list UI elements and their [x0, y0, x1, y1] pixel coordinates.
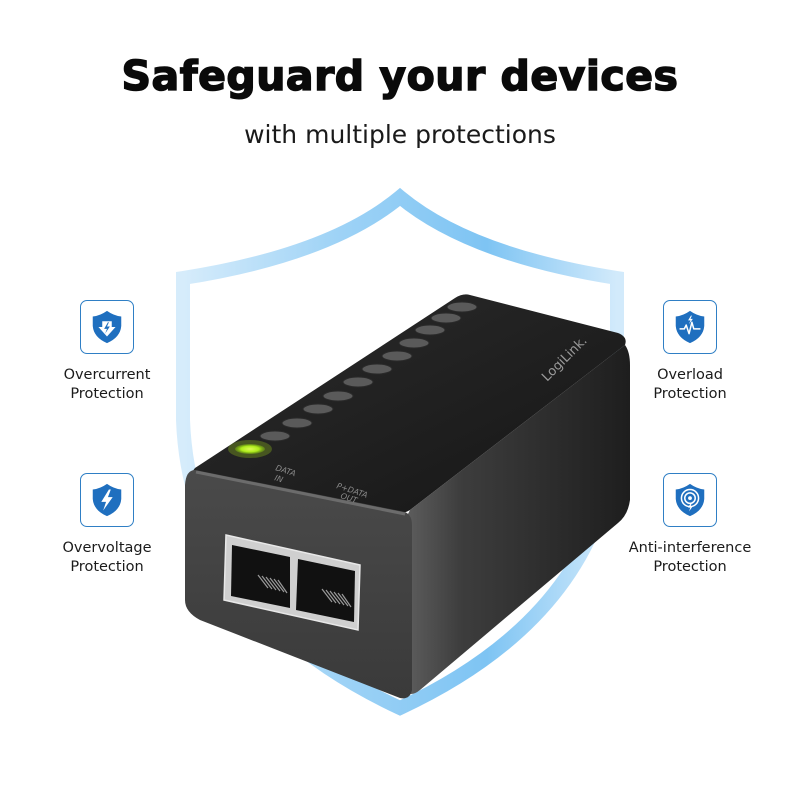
shield-arrow-down-bolt-icon — [92, 310, 122, 344]
shield-pulse-bolt-icon — [675, 310, 705, 344]
page-title: Safeguard your devices — [121, 51, 679, 101]
feature-anti-interference: Anti-interference Protection — [610, 473, 770, 577]
feature-label: Overvoltage Protection — [62, 540, 152, 575]
overload-icon-box — [663, 300, 717, 354]
led-row — [228, 301, 478, 458]
svg-text:IN: IN — [273, 473, 284, 484]
rj45-port-pdata-out — [296, 559, 355, 622]
rj45-port-data-in — [231, 545, 290, 608]
overvoltage-icon-box — [80, 473, 134, 527]
feature-overvoltage: Overvoltage Protection — [27, 473, 187, 577]
anti-interference-icon-box — [663, 473, 717, 527]
feature-overcurrent: Overcurrent Protection — [27, 300, 187, 404]
shield-bolt-icon — [92, 483, 122, 517]
shield-signal-bolt-icon — [675, 483, 705, 517]
page-subtitle: with multiple protections — [244, 120, 556, 149]
feature-overload: Overload Protection — [610, 300, 770, 404]
feature-label: Anti-interference Protection — [628, 540, 752, 575]
overcurrent-icon-box — [80, 300, 134, 354]
feature-label: Overcurrent Protection — [63, 367, 151, 402]
feature-label: Overload Protection — [653, 367, 727, 402]
